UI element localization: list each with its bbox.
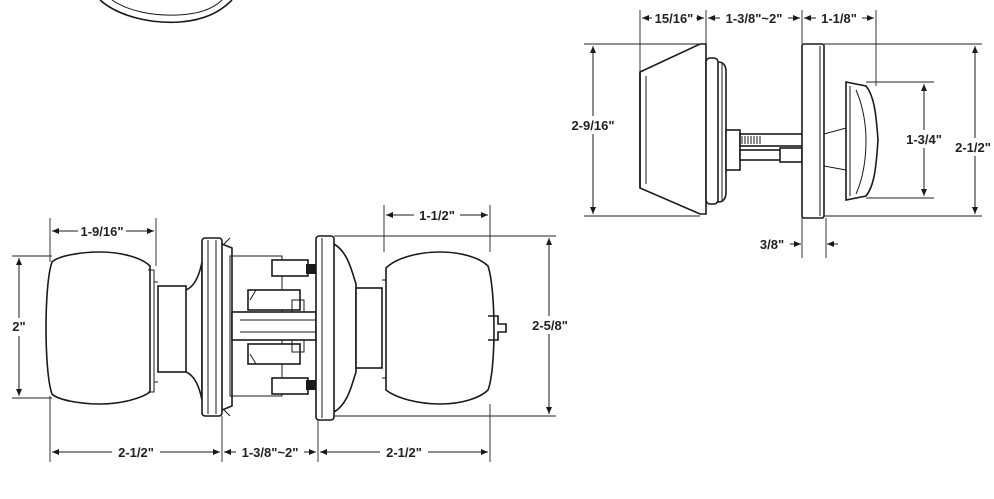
svg-text:2": 2" (12, 319, 25, 334)
dim-rose-projection: 1-1/2" (386, 206, 488, 224)
svg-text:1-3/8"~2": 1-3/8"~2" (242, 445, 299, 460)
dim-rose-height: 2-1/2" (954, 46, 994, 214)
svg-text:2-1/2": 2-1/2" (386, 445, 422, 460)
svg-text:3/8": 3/8" (760, 237, 784, 252)
svg-text:1-3/8"~2": 1-3/8"~2" (726, 11, 783, 26)
knob-set-extension-lines (12, 205, 556, 462)
svg-text:1-1/2": 1-1/2" (419, 208, 455, 223)
deadbolt-thumb-turn (823, 81, 879, 201)
dim-inside-projection: 2-1/2" (320, 443, 488, 461)
dim-cylinder-height: 2-9/16" (570, 46, 616, 214)
deadbolt-spindle (725, 129, 805, 171)
dim-knob-diameter: 1-9/16" (52, 222, 154, 240)
svg-text:2-9/16": 2-9/16" (571, 118, 614, 133)
svg-text:2-1/2": 2-1/2" (955, 140, 991, 155)
deadbolt-extension-lines (584, 10, 982, 258)
cropped-knob-fragment (99, 0, 233, 24)
svg-text:1-9/16": 1-9/16" (80, 224, 123, 239)
svg-text:1-1/8": 1-1/8" (821, 11, 857, 26)
dim-outside-projection: 2-1/2" (52, 443, 220, 461)
dim-turn-height: 1-3/4" (904, 84, 944, 196)
dim-rose-thickness: 3/8" (760, 237, 838, 252)
dim-deadbolt-door-thickness: 1-3/8"~2" (708, 9, 800, 27)
inside-knob-shank (355, 287, 383, 369)
inside-knob (355, 251, 507, 405)
outside-knob (45, 251, 203, 405)
svg-text:1-3/4": 1-3/4" (906, 132, 942, 147)
dim-turn-depth: 1-1/8" (804, 9, 874, 27)
outside-knob-shank (157, 285, 187, 373)
dim-rose-diameter: 2-5/8" (530, 238, 570, 414)
push-button (488, 315, 507, 341)
svg-text:15/16": 15/16" (655, 11, 694, 26)
deadbolt-cylinder (639, 43, 727, 215)
deadbolt-drawing (639, 43, 879, 219)
latch-mechanism (229, 255, 317, 397)
svg-text:2-5/8": 2-5/8" (532, 318, 568, 333)
svg-text:2-1/2": 2-1/2" (118, 445, 154, 460)
inside-rose (315, 235, 357, 421)
outside-rose (201, 237, 233, 417)
deadbolt-inside-rose (801, 43, 825, 219)
dim-knob-height: 2" (10, 258, 28, 396)
knob-set-drawing (45, 235, 507, 421)
dim-door-thickness: 1-3/8"~2" (224, 443, 316, 461)
dim-cylinder-depth: 15/16" (642, 9, 704, 27)
